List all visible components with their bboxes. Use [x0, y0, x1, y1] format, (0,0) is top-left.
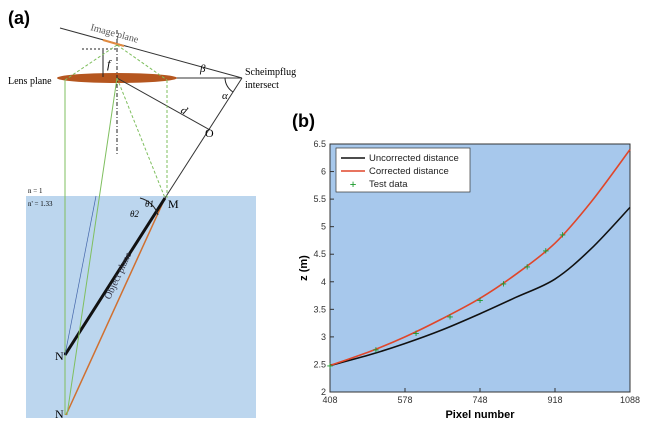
- n-water-label: n' = 1.33: [28, 200, 53, 208]
- x-axis-label: Pixel number: [445, 409, 515, 421]
- theta-arc: [139, 197, 159, 216]
- n-prime-label: N': [55, 349, 66, 363]
- x-tick-label: 408: [322, 395, 337, 405]
- f-label: f: [107, 57, 112, 71]
- theta1-label: θ1: [145, 199, 154, 209]
- panel-b-label: (b): [292, 111, 315, 131]
- image-plane-label: Image plane: [89, 22, 140, 45]
- test-data-point: +: [524, 259, 531, 273]
- test-data-point: +: [413, 326, 420, 340]
- y-tick-label: 4.5: [313, 249, 326, 259]
- ray-image-left: [64, 44, 118, 81]
- test-data-point: +: [327, 359, 334, 373]
- object-plane-line: [65, 197, 166, 416]
- refracted-plane-line: [63, 197, 167, 356]
- x-tick-label: 578: [397, 395, 412, 405]
- legend-label: Uncorrected distance: [369, 153, 459, 164]
- n-label: N: [55, 407, 64, 421]
- test-data-point: +: [559, 227, 566, 241]
- lens-plane-label: Lens plane: [8, 76, 52, 87]
- y-tick-label: 3: [321, 332, 326, 342]
- x-tick-label: 918: [547, 395, 562, 405]
- panel-a-label: (a): [8, 8, 30, 28]
- legend-marker: +: [350, 177, 357, 191]
- x-tick-label: 1088: [620, 395, 640, 405]
- alpha-label: α: [222, 90, 228, 102]
- y-tick-label: 2.5: [313, 359, 326, 369]
- series-line-uncorrected-distance: [329, 206, 631, 367]
- water-region: [26, 196, 256, 418]
- object-plane-extension: [164, 77, 243, 199]
- test-data-point: +: [500, 276, 507, 290]
- ray-n-prime: [64, 195, 97, 356]
- y-tick-label: 3.5: [313, 304, 326, 314]
- legend-box: [335, 147, 471, 193]
- test-data-point: +: [447, 309, 454, 323]
- series-line-corrected-distance: [329, 149, 631, 367]
- intersect-label: intersect: [245, 80, 279, 91]
- chart-b: (b) 408 578 748 918 1088 2 2.5 3 3.5 4 4.5 5 5.5 6 6.5…: [292, 111, 640, 421]
- x-tick-label: 748: [472, 395, 487, 405]
- theta2-label: θ2: [130, 209, 139, 219]
- d-line: [116, 77, 211, 131]
- image-sensor: [102, 39, 125, 47]
- o-label: O: [205, 126, 214, 140]
- legend-label: Test data: [369, 179, 408, 190]
- test-data-point: +: [542, 243, 549, 257]
- legend-label: Corrected distance: [369, 166, 449, 177]
- test-data-point: +: [372, 343, 379, 357]
- y-tick-label: 6.5: [313, 139, 326, 149]
- d-label: d: [179, 104, 190, 117]
- scheimpflug-label: Scheimpflug: [245, 67, 296, 78]
- ray-center-m: [116, 77, 166, 199]
- y-tick-label: 6: [321, 167, 326, 177]
- y-tick-label: 5: [321, 222, 326, 232]
- n-air-label: n = 1: [28, 187, 43, 195]
- y-tick-label: 5.5: [313, 194, 326, 204]
- ray-image-right: [116, 44, 168, 81]
- test-data-point: +: [477, 293, 484, 307]
- y-axis-label: z (m): [298, 255, 310, 281]
- beta-label: β: [199, 63, 206, 75]
- diagram-a: (a) β α f d O M N' N n = 1 n': [8, 8, 296, 421]
- y-tick-label: 2: [321, 387, 326, 397]
- ray-center-n: [66, 77, 118, 416]
- image-plane-line: [59, 27, 243, 79]
- m-label: M: [168, 197, 179, 211]
- alpha-arc: [224, 77, 234, 93]
- y-tick-label: 4: [321, 277, 326, 287]
